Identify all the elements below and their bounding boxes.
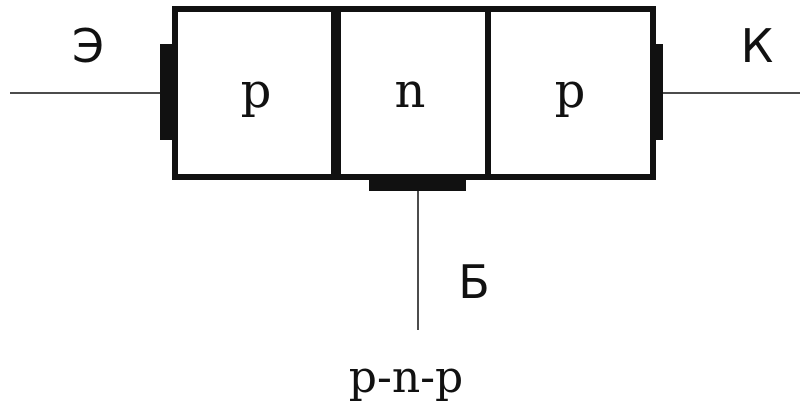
region-label-emitter-p: p (241, 63, 272, 119)
collector-label: К (741, 19, 774, 73)
base-contact (369, 177, 466, 191)
region-label-collector-p: p (555, 63, 586, 119)
emitter-label: Э (72, 19, 104, 73)
collector-contact (650, 44, 663, 140)
base-label: Б (458, 255, 490, 309)
region-label-base-n: n (395, 63, 426, 119)
diagram-caption: p-n-p (349, 352, 463, 403)
